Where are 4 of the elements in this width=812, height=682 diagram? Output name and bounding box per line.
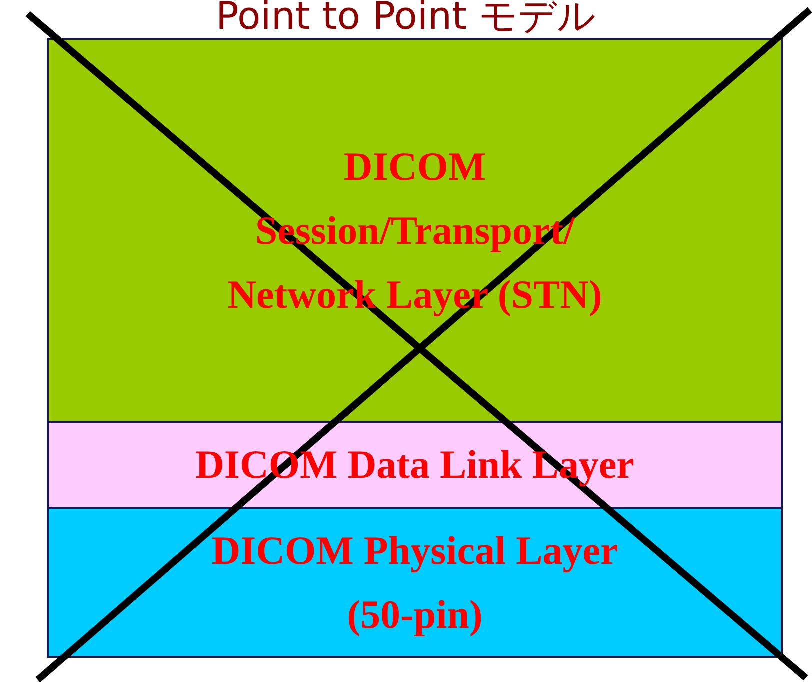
network-layer-band — [47, 38, 783, 423]
title: Point to Point モデル — [214, 0, 598, 38]
layer-label: DICOM Physical Layer (50-pin) — [210, 526, 620, 638]
physical-layer-band — [47, 507, 783, 658]
